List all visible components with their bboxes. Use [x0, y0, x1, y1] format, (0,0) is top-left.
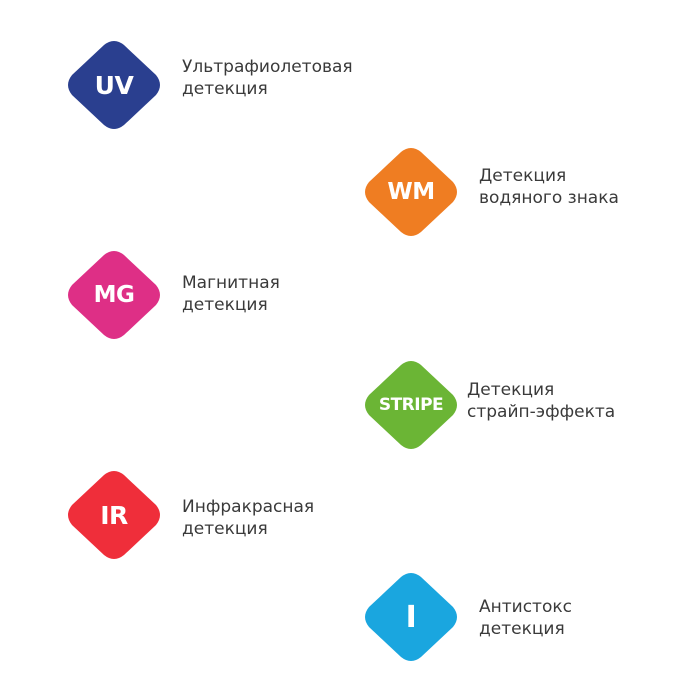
badge-code: WM — [387, 179, 435, 205]
uv-badge-icon: UV — [64, 40, 164, 130]
label-line-1: Магнитная — [182, 273, 280, 293]
badge-code: STRIPE — [378, 395, 444, 415]
feature-label: Инфракрасная детекция — [182, 496, 314, 540]
stripe-badge-icon: STRIPE — [361, 360, 461, 450]
i-badge-icon: I — [361, 572, 461, 662]
feature-label: Детекция водяного знака — [479, 165, 619, 209]
label-line-1: Инфракрасная — [182, 497, 315, 517]
badge-code: I — [405, 599, 417, 635]
label-line-1: Детекция — [467, 380, 555, 400]
diamond-shape — [365, 148, 457, 236]
label-line-1: Ультрафиолетовая — [182, 57, 353, 77]
label-line-2: детекция — [479, 619, 565, 639]
label-line-2: детекция — [182, 79, 268, 99]
diamond-shape — [365, 573, 457, 661]
label-line-2: водяного знака — [479, 188, 619, 208]
badge-code: UV — [94, 70, 134, 100]
wm-badge-icon: WM — [361, 147, 461, 237]
label-line-2: страйп-эффекта — [467, 402, 616, 422]
badge-code: IR — [100, 500, 128, 530]
label-line-1: Антистокс — [479, 597, 572, 617]
feature-label: Детекция страйп-эффекта — [467, 379, 615, 423]
feature-label: Ультрафиолетовая детекция — [182, 56, 353, 100]
label-line-2: детекция — [182, 519, 268, 539]
feature-label: Магнитная детекция — [182, 272, 280, 316]
diamond-shape — [68, 471, 160, 559]
badge-code: MG — [93, 282, 135, 308]
diamond-shape — [68, 251, 160, 339]
label-line-1: Детекция — [479, 166, 567, 186]
ir-badge-icon: IR — [64, 470, 164, 560]
mg-badge-icon: MG — [64, 250, 164, 340]
diamond-shape — [365, 361, 457, 449]
label-line-2: детекция — [182, 295, 268, 315]
feature-label: Антистокс детекция — [479, 596, 572, 640]
diamond-shape — [68, 41, 160, 129]
